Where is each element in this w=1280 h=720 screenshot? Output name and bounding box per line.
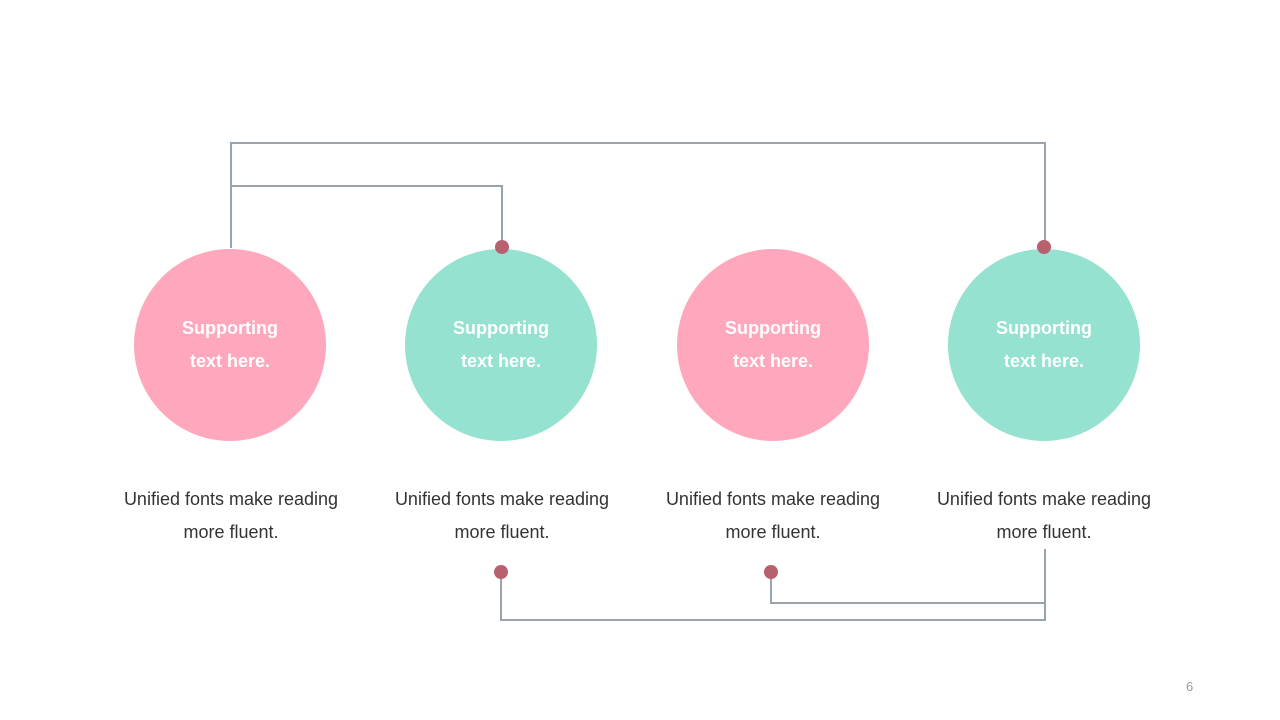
circle-4: Supporting text here.	[948, 249, 1140, 441]
caption-1: Unified fonts make reading more fluent.	[123, 489, 339, 542]
connector-top-inner	[231, 185, 503, 248]
circle-1-text: Supporting text here.	[182, 318, 278, 371]
circle-3-text: Supporting text here.	[725, 318, 821, 371]
connector-top-outer	[230, 142, 1046, 248]
circle-4-text: Supporting text here.	[996, 318, 1092, 371]
caption-3: Unified fonts make reading more fluent.	[665, 489, 881, 542]
circle-2: Supporting text here.	[405, 249, 597, 441]
connector-dot-caption-3	[764, 565, 778, 579]
circle-2-text: Supporting text here.	[453, 318, 549, 371]
connector-bottom-outer	[500, 549, 1046, 621]
circle-3: Supporting text here.	[677, 249, 869, 441]
connector-bottom-inner	[770, 572, 1045, 604]
connector-dot-circle-2	[495, 240, 509, 254]
caption-2: Unified fonts make reading more fluent.	[394, 489, 610, 542]
connector-dot-caption-2	[494, 565, 508, 579]
connector-dot-circle-4	[1037, 240, 1051, 254]
page-number: 6	[1186, 679, 1194, 694]
circle-1: Supporting text here.	[134, 249, 326, 441]
caption-4: Unified fonts make reading more fluent.	[936, 489, 1152, 542]
